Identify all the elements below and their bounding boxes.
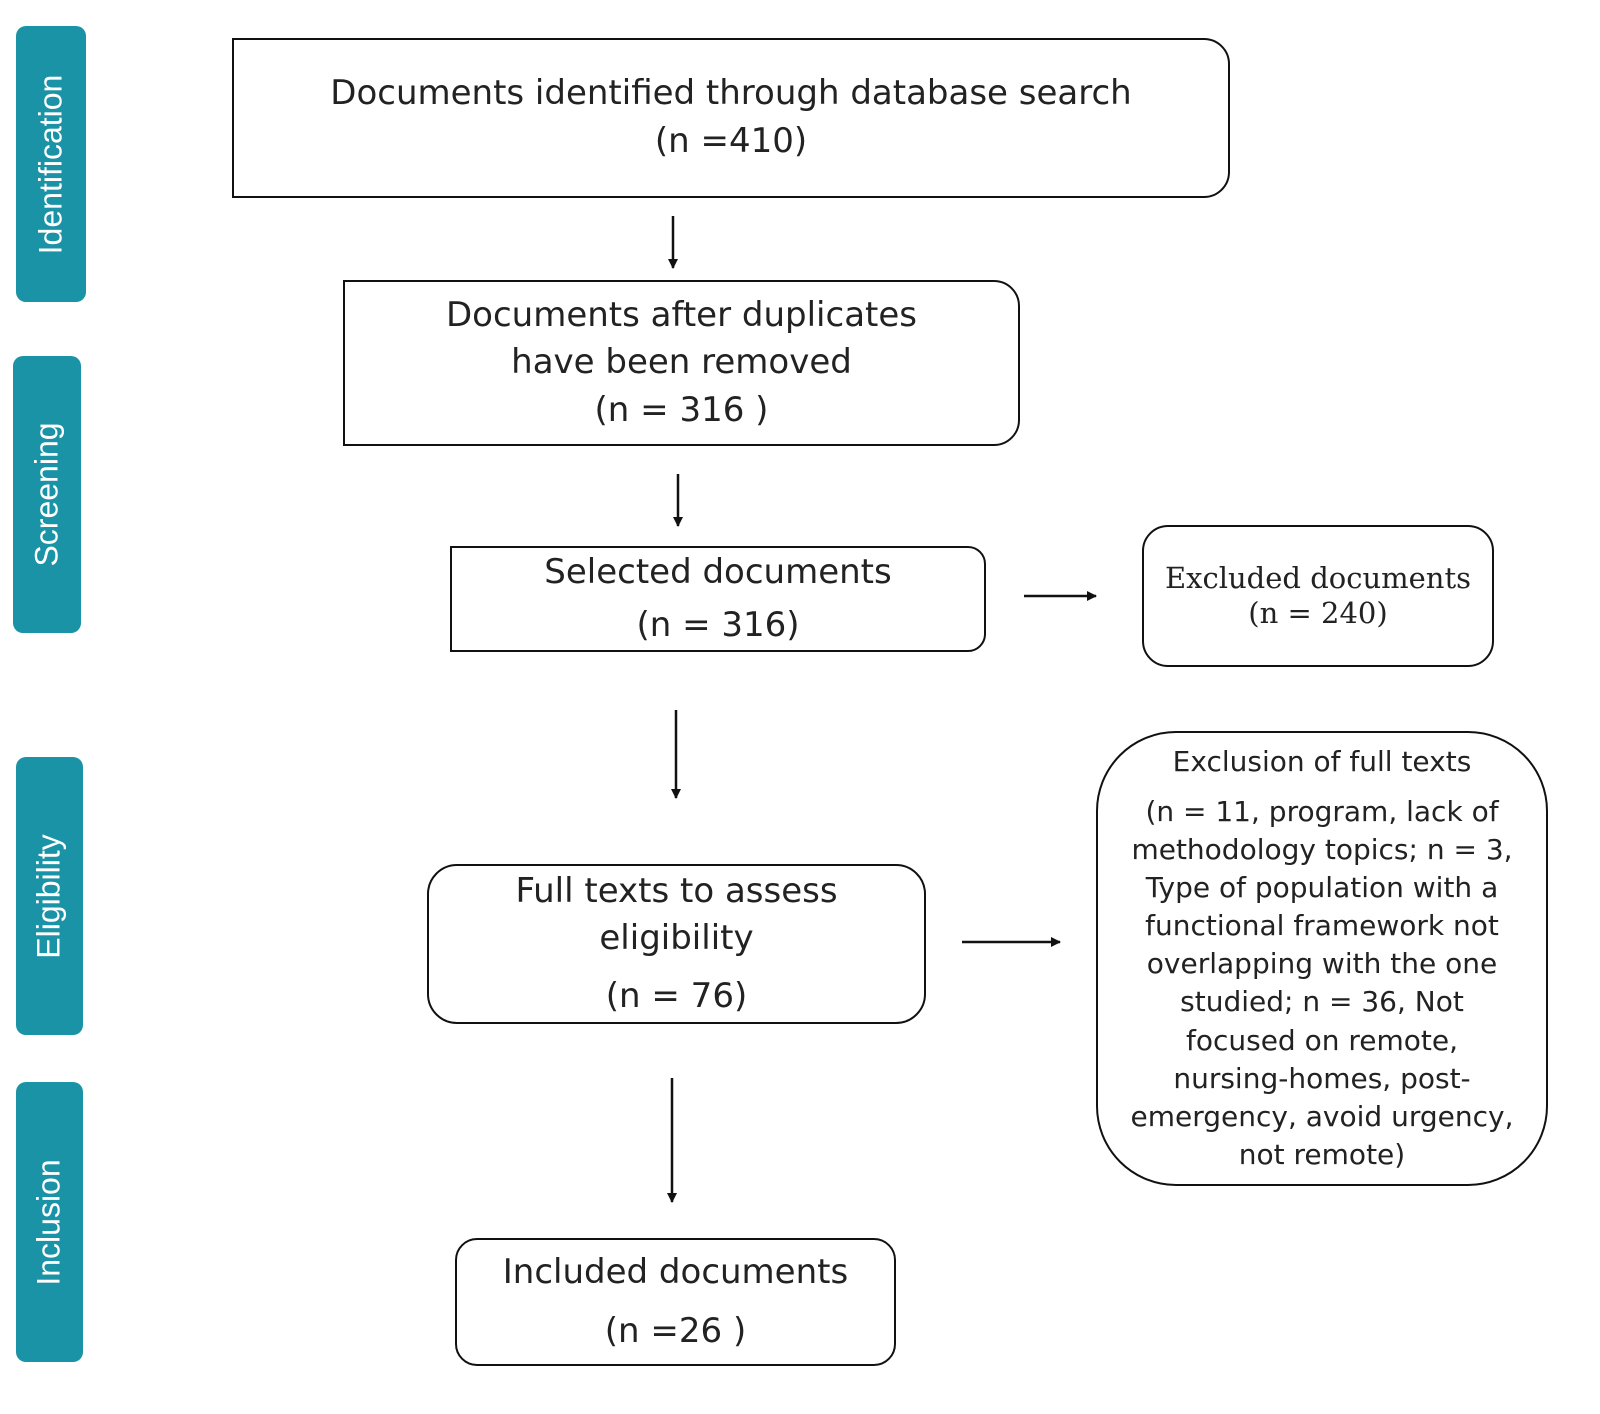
box-fulltext-excluded: Exclusion of full texts (n = 11, program… — [1096, 731, 1548, 1186]
stage-tab-eligibility: Eligibility — [16, 757, 83, 1035]
deduplicated-line-2: have been removed — [511, 342, 852, 383]
box-fulltext: Full texts to assess eligibility (n = 76… — [427, 864, 926, 1024]
selected-line-2: (n = 316) — [636, 605, 800, 645]
fulltext-excluded-line-9: emergency, avoid urgency, — [1130, 1099, 1514, 1133]
fulltext-excluded-line-4: functional framework not — [1145, 909, 1499, 943]
fulltext-excluded-line-3: Type of population with a — [1145, 871, 1499, 905]
fulltext-excluded-line-6: studied; n = 36, Not — [1180, 985, 1464, 1019]
fulltext-line-1: Full texts to assess — [515, 870, 838, 911]
included-line-1: Included documents — [502, 1251, 849, 1292]
fulltext-excluded-line-2: methodology topics; n = 3, — [1131, 833, 1513, 867]
deduplicated-line-3: (n = 316 ) — [594, 389, 769, 430]
stage-tab-identification: Identification — [16, 26, 86, 302]
identified-line-2: (n =410) — [654, 121, 808, 161]
fulltext-excluded-line-7: focused on remote, — [1185, 1023, 1459, 1057]
identified-line-1: Documents identified through database se… — [330, 73, 1132, 114]
box-deduplicated: Documents after duplicates have been rem… — [343, 280, 1020, 446]
box-selected: Selected documents (n = 316) — [450, 546, 986, 652]
fulltext-excluded-title: Exclusion of full texts — [1172, 745, 1472, 778]
box-identified: Documents identified through database se… — [232, 38, 1230, 198]
fulltext-excluded-line-5: overlapping with the one — [1146, 947, 1498, 981]
box-excluded: Excluded documents (n = 240) — [1142, 525, 1494, 667]
deduplicated-line-1: Documents after duplicates — [445, 294, 917, 335]
fulltext-excluded-line-10: not remote) — [1238, 1137, 1406, 1171]
stage-tab-inclusion: Inclusion — [16, 1082, 83, 1362]
selected-line-1: Selected documents — [544, 552, 892, 593]
fulltext-line-2: eligibility — [599, 918, 754, 959]
stage-tab-screening: Screening — [13, 356, 81, 633]
excluded-line-1: Excluded documents — [1164, 561, 1472, 596]
fulltext-excluded-line-8: nursing-homes, post- — [1173, 1061, 1471, 1095]
fulltext-excluded-line-1: (n = 11, program, lack of — [1145, 795, 1499, 829]
fulltext-line-3: (n = 76) — [605, 975, 748, 1016]
box-included: Included documents (n =26 ) — [455, 1238, 896, 1366]
excluded-line-2: (n = 240) — [1248, 596, 1388, 630]
included-line-2: (n =26 ) — [604, 1311, 747, 1351]
